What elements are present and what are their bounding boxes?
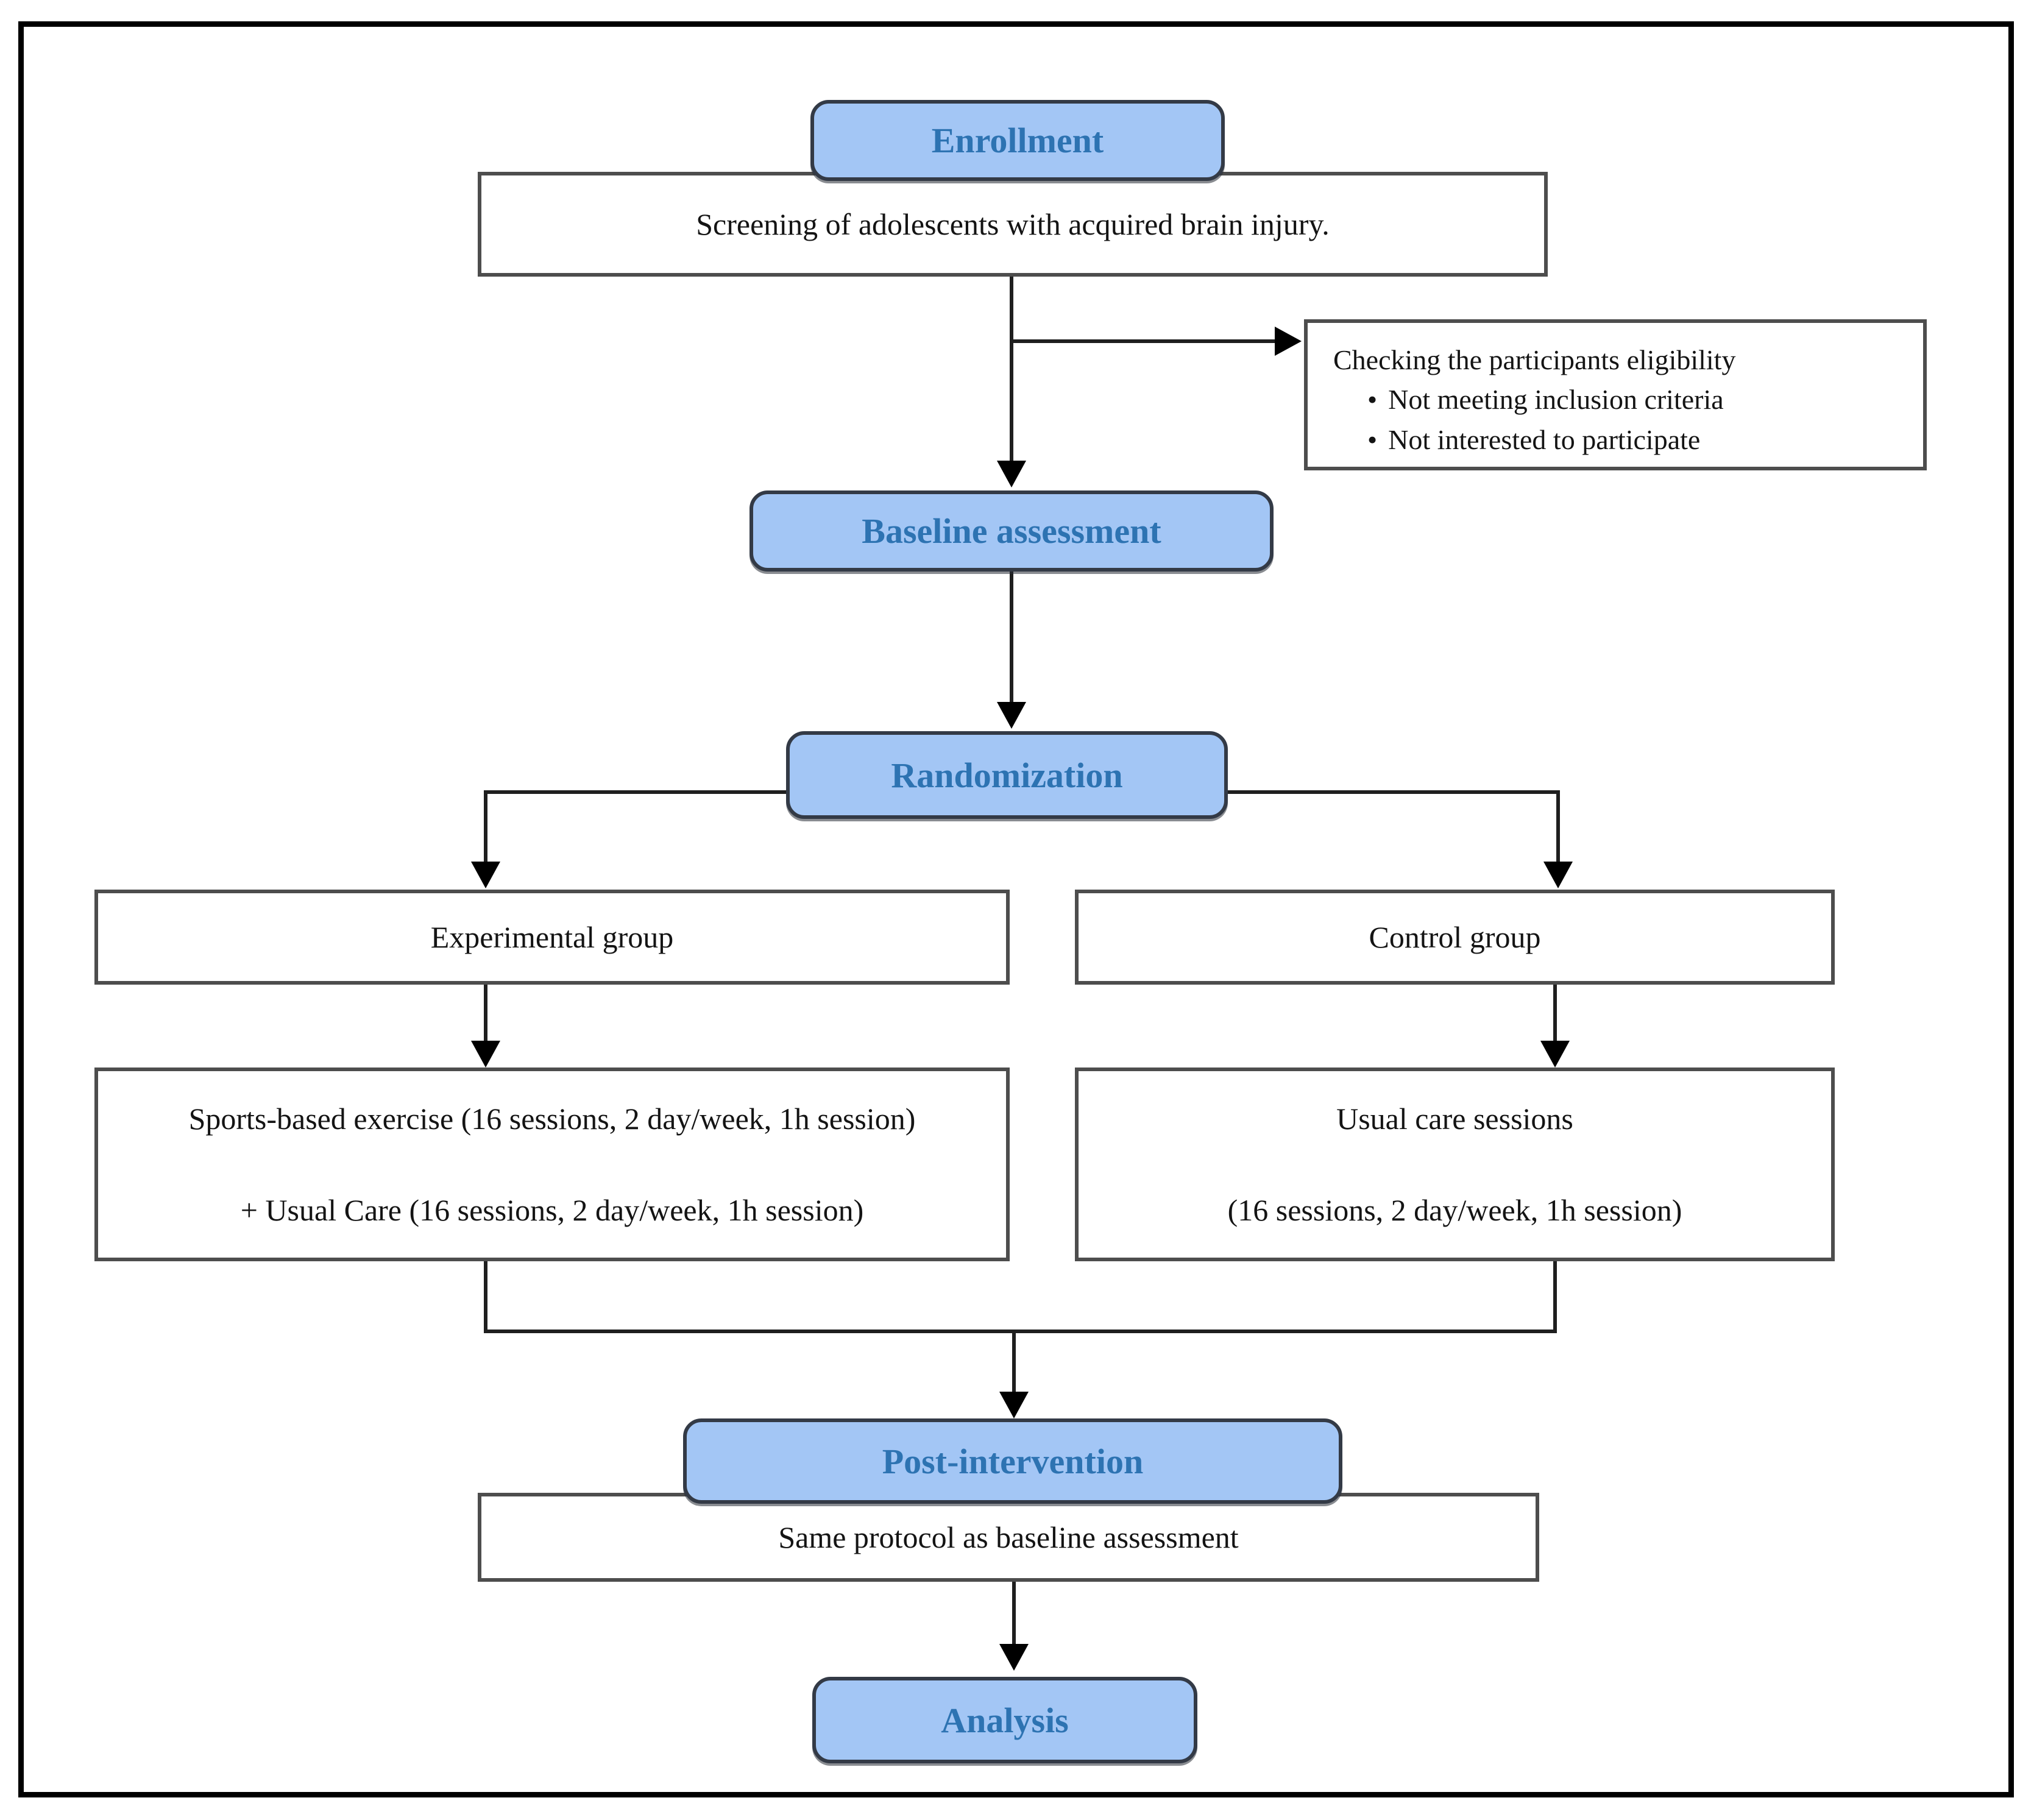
control-intervention-line2: (16 sessions, 2 day/week, 1h session) [1227, 1193, 1682, 1227]
control-group-label: Control group [1369, 919, 1541, 954]
connector-merge-horizontal [484, 1330, 1557, 1333]
experimental-intervention-box: Sports-based exercise (16 sessions, 2 da… [94, 1068, 1010, 1261]
arrowhead-down-icon [997, 461, 1026, 487]
eligibility-item: • Not meeting inclusion criteria [1367, 380, 1724, 419]
connector-merge-right [1553, 1261, 1557, 1333]
eligibility-item-text: Not meeting inclusion criteria [1388, 384, 1724, 416]
connector-screening-to-baseline [1010, 277, 1013, 463]
connector-to-post-intervention [1012, 1333, 1016, 1394]
eligibility-title: Checking the participants eligibility [1333, 344, 1736, 375]
stage-analysis: Analysis [812, 1677, 1197, 1763]
arrowhead-down-icon [471, 862, 500, 888]
randomization-label: Randomization [891, 755, 1123, 795]
connector-randomization-left [484, 790, 787, 794]
post-intervention-label: Post-intervention [882, 1441, 1144, 1481]
connector-control-to-intervention [1553, 985, 1557, 1043]
connector-to-control [1556, 790, 1560, 865]
screening-text: Screening of adolescents with acquired b… [696, 207, 1330, 241]
analysis-label: Analysis [941, 1700, 1069, 1740]
outer-border [18, 21, 2014, 1797]
control-intervention-line1: Usual care sessions [1336, 1101, 1573, 1136]
stage-randomization: Randomization [786, 731, 1228, 819]
connector-experimental-to-intervention [484, 985, 487, 1043]
arrowhead-right-icon [1275, 327, 1302, 356]
connector-merge-left [484, 1261, 487, 1333]
experimental-intervention-line1: Sports-based exercise (16 sessions, 2 da… [188, 1101, 916, 1136]
enrollment-label: Enrollment [931, 121, 1104, 160]
arrowhead-down-icon [1543, 862, 1573, 888]
protocol-box: Same protocol as baseline assessment [478, 1493, 1539, 1582]
connector-randomization-right [1227, 790, 1560, 794]
connector-to-eligibility [1012, 339, 1276, 343]
arrowhead-down-icon [999, 1644, 1029, 1671]
protocol-text: Same protocol as baseline assessment [778, 1520, 1239, 1554]
connector-to-analysis [1012, 1582, 1016, 1646]
connector-to-experimental [484, 790, 487, 865]
bullet-icon: • [1367, 423, 1378, 455]
screening-box: Screening of adolescents with acquired b… [478, 172, 1548, 277]
bullet-icon: • [1367, 384, 1378, 416]
experimental-intervention-line2: + Usual Care (16 sessions, 2 day/week, 1… [240, 1193, 864, 1227]
experimental-group-box: Experimental group [94, 890, 1010, 985]
control-group-box: Control group [1075, 890, 1835, 985]
stage-enrollment: Enrollment [810, 100, 1225, 181]
stage-post-intervention: Post-intervention [683, 1418, 1342, 1504]
arrowhead-down-icon [997, 702, 1026, 729]
arrowhead-down-icon [999, 1392, 1029, 1418]
arrowhead-down-icon [471, 1041, 500, 1068]
eligibility-box: Checking the participants eligibility • N… [1304, 319, 1927, 470]
experimental-group-label: Experimental group [430, 919, 674, 954]
control-intervention-box: Usual care sessions (16 sessions, 2 day/… [1075, 1068, 1835, 1261]
arrowhead-down-icon [1540, 1041, 1570, 1068]
connector-baseline-to-randomization [1010, 571, 1013, 704]
eligibility-item-text: Not interested to participate [1388, 423, 1701, 455]
stage-baseline-assessment: Baseline assessment [749, 490, 1274, 572]
eligibility-item: • Not interested to participate [1367, 420, 1700, 459]
baseline-label: Baseline assessment [862, 511, 1161, 551]
